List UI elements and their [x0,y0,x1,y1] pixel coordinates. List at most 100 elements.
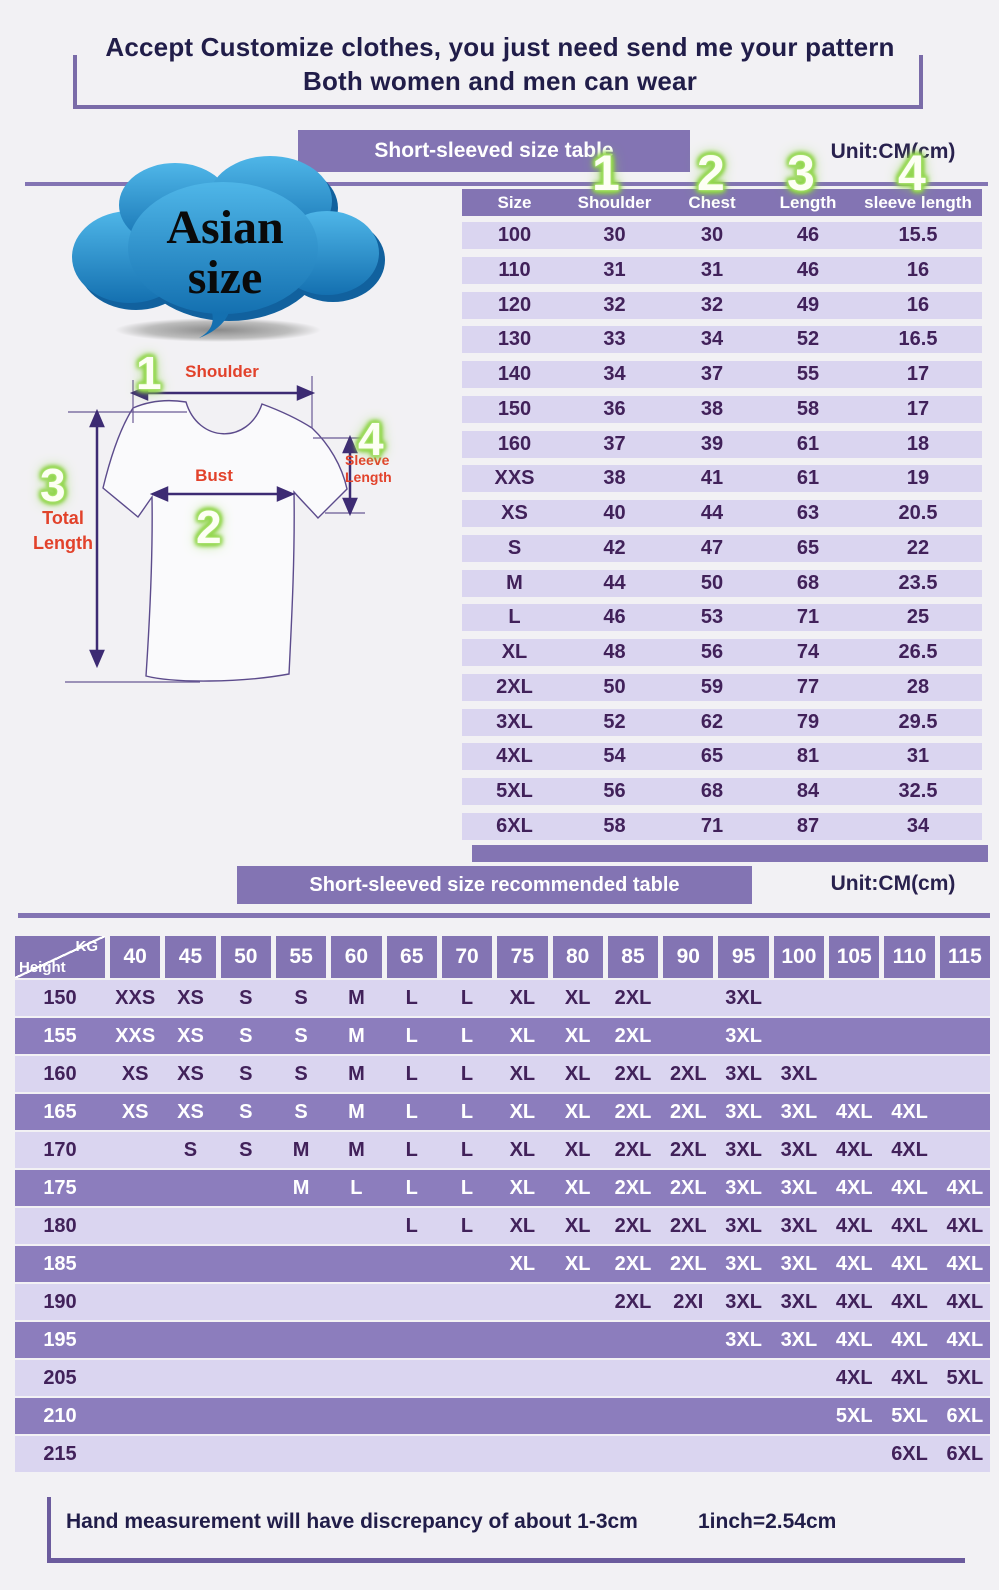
recommended-size-cell: 5XL [946,1367,984,1389]
recommended-size-cell: S [294,1063,308,1085]
size-table-cell: XS [501,502,528,524]
size-table-cell: 2XL [496,675,533,698]
recommended-size-cell [497,1360,547,1396]
size-table-cell: 55 [796,363,820,385]
size-table-cell: 38 [700,397,724,420]
tshirt-outline [102,399,348,682]
size-table-cell: 22 [906,536,930,559]
recommended-size-cell: 3XL [725,987,762,1009]
recommended-size-cell [884,980,934,1016]
weight-column-header: 55 [275,936,327,978]
size-table-cell: 58 [796,397,820,420]
recommended-size-cell: XL [564,1139,591,1161]
size-table-cell: 56 [603,780,626,802]
sleeve-length-label-line1: Sleeve [345,452,390,468]
recommended-size-cell: S [294,1101,308,1123]
size-table-cell: 59 [700,675,724,698]
recommended-size-cell [663,980,713,1016]
recommended-size-cell [276,1360,326,1396]
size-table-cell: 33 [603,328,626,351]
recommended-size-cell [221,1322,271,1358]
recommended-size-cell [774,1398,824,1434]
size-table-cell: 32 [700,293,724,316]
cloud-text-line2: size [188,251,263,304]
recommended-size-cell: 4XL [891,1101,928,1123]
recommended-size-cell [940,980,990,1016]
size-table-cell: 54 [603,745,626,768]
recommended-size-cell [165,1246,215,1282]
recommended-size-cell: 2XI [673,1291,704,1313]
recommended-size-cell [387,1436,437,1472]
recommended-size-cell: 3XL [725,1139,762,1161]
recommended-size-cell [387,1284,437,1320]
recommended-size-cell [331,1284,381,1320]
height-cell: 175 [43,1177,77,1199]
measurement-note: Hand measurement will have discrepancy o… [66,1510,638,1533]
height-cell: 180 [43,1215,77,1237]
height-cell: 150 [43,987,77,1009]
recommended-size-cell [497,1284,547,1320]
corner-height-label: Height [19,959,66,976]
weight-column-header: 105 [829,936,880,978]
size-table-cell: 37 [700,363,724,385]
recommended-size-cell [221,1246,271,1282]
weight-column-header: 115 [939,936,990,978]
recommended-size-cell: 4XL [835,1253,873,1275]
recommended-size-cell: L [350,1177,363,1199]
footer-border-bottom [47,1558,965,1563]
size-table-cell: 48 [603,641,626,663]
title-line-2: Both women and men can wear [302,66,698,96]
recommended-size-cell [276,1284,326,1320]
recommended-size-cell [387,1398,437,1434]
recommended-size-cell [331,1436,381,1472]
recommended-size-cell: 4XL [891,1291,928,1313]
recommended-size-cell [884,1018,934,1054]
recommended-size-cell [553,1360,603,1396]
size-table-cell: 34 [700,328,724,351]
size-table-cell: 34 [603,363,626,385]
recommended-size-cell [884,1056,934,1092]
recommended-size-cell [940,1094,990,1130]
size-table-cell: 32 [603,293,626,316]
weight-column-header: 75 [497,936,548,978]
recommended-size-cell: L [405,987,418,1009]
recommended-size-cell: M [348,1101,365,1123]
size-table-cell: 65 [700,745,724,768]
size-table-cell: 52 [603,710,626,733]
recommended-size-cell [276,1208,326,1244]
recommended-size-cell: 3XL [725,1291,762,1313]
recommended-size-cell [276,1246,326,1282]
bust-label: Bust [195,466,233,485]
recommended-size-cell: S [294,987,308,1009]
size-table-cell: 84 [796,780,820,802]
recommended-size-cell [165,1322,215,1358]
cloud-lobes [72,156,379,314]
recommended-size-cell: L [405,1215,418,1237]
footer-border-left [47,1497,51,1563]
recommended-size-cell: XL [564,1025,591,1047]
size-table-cell: 17 [906,363,930,385]
recommended-size-cell: 2XL [669,1139,707,1161]
size-table-cell: 18 [906,432,930,455]
recommended-size-cell: 2XL [669,1063,707,1085]
size-table-cell: 150 [497,397,532,420]
recommended-size-cell: 3XL [780,1329,818,1351]
recommended-size-cell: L [405,1025,418,1047]
diagram-marker-shoulder: 1 [136,347,162,399]
size-table-cell: 16 [906,258,930,281]
recommended-size-cell: 5XL [891,1405,928,1427]
recommended-size-cell: 4XL [946,1329,984,1351]
size-table-cell: 20.5 [898,502,938,524]
